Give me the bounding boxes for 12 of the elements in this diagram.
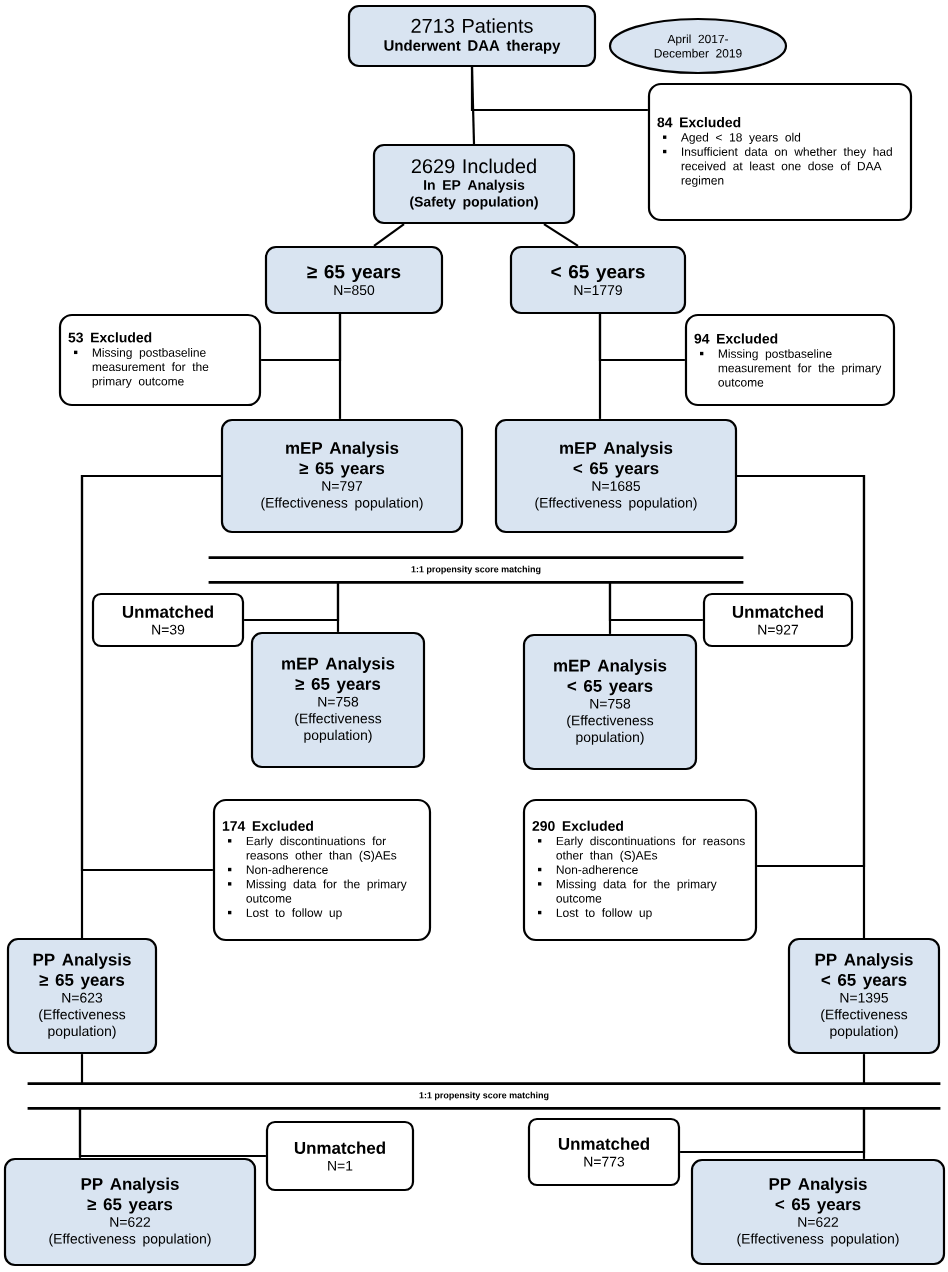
connector-line (543, 223, 579, 247)
connector-line (862, 1054, 866, 1084)
connector-line (598, 314, 685, 362)
connector-line (737, 474, 866, 938)
connector-line (78, 1108, 82, 1158)
connector-line (80, 1054, 84, 1084)
connector-line (470, 67, 648, 112)
connector-line (862, 1108, 866, 1159)
connector-line (373, 223, 405, 247)
connector-line (261, 314, 342, 362)
connector-line (608, 582, 612, 634)
connector-line (336, 582, 340, 632)
